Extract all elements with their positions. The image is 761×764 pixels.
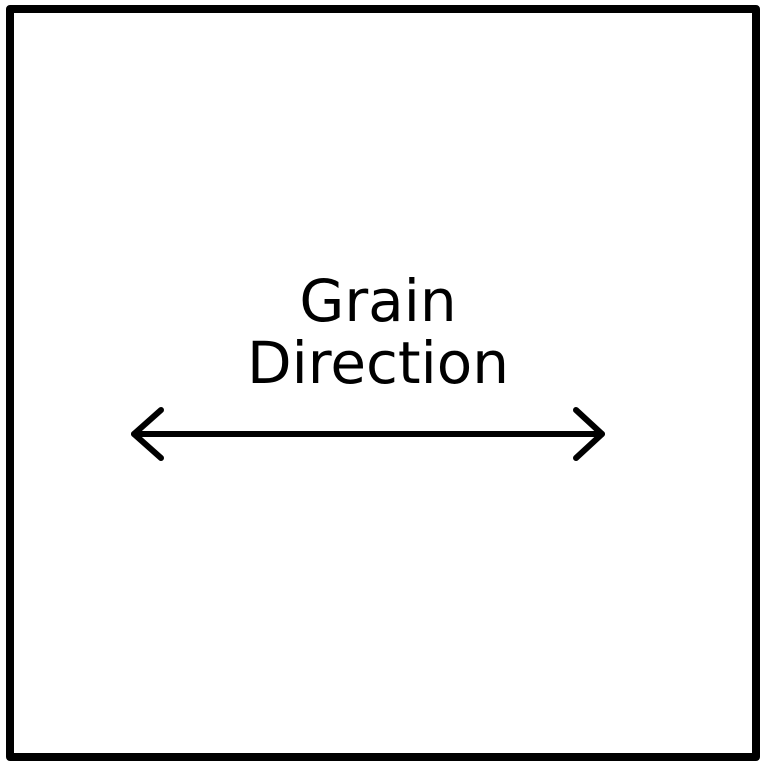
label-line-1: Grain [299, 267, 457, 335]
grain-direction-label: Grain Direction [178, 270, 578, 394]
label-line-2: Direction [246, 329, 510, 397]
arrow-head-right [573, 407, 605, 461]
arrow-head-left [131, 407, 164, 461]
square-frame [6, 5, 760, 761]
